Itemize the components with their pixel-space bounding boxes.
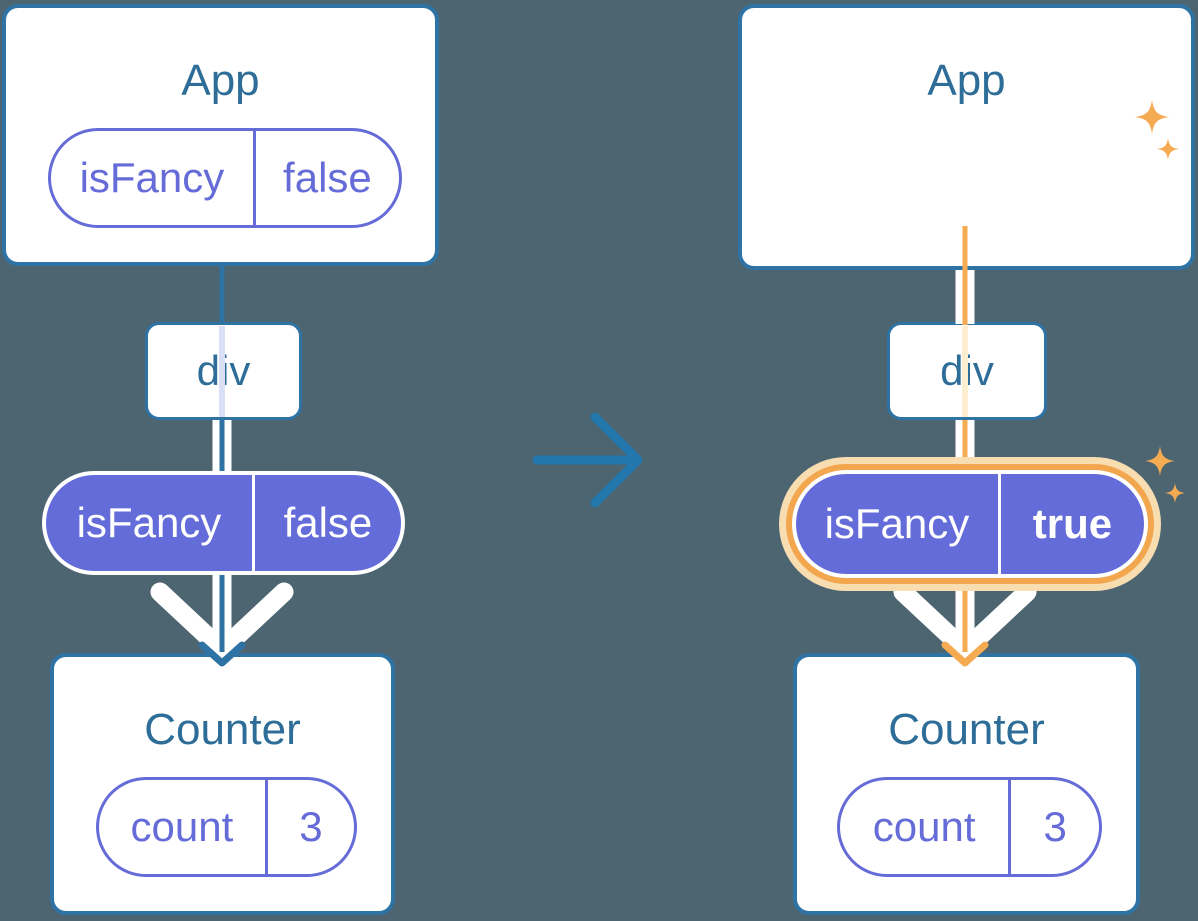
forwarded-prop-pill-after-highlighted: isFancy true [792, 470, 1148, 578]
state-name-label: count [872, 803, 976, 850]
counter-component-card-after: Counter count 3 [793, 653, 1140, 915]
prop-value-label: true [1032, 500, 1113, 547]
pill-divider [997, 474, 1001, 574]
forwarded-prop-pill-before: isFancy false [42, 471, 405, 575]
component-title: Counter [888, 705, 1045, 754]
state-value-label: 3 [299, 803, 323, 850]
counter-component-card-before: Counter count 3 [50, 653, 395, 915]
div-label: div [940, 347, 994, 394]
component-title: Counter [144, 705, 301, 754]
div-label: div [196, 347, 251, 394]
sparkles-icon [1145, 446, 1185, 503]
prop-name-label: isFancy [79, 154, 225, 201]
arrow-down-chevron-icon [893, 582, 1037, 660]
prop-value-label: false [283, 154, 372, 201]
arrow-down-chevron-icon [150, 582, 294, 660]
state-pill-counter-after: count 3 [837, 777, 1102, 877]
state-pill-counter-before: count 3 [96, 777, 357, 877]
prop-value-label: false [283, 499, 373, 546]
div-node-card-after: div [887, 322, 1047, 420]
pill-divider [252, 131, 256, 225]
pill-divider [1008, 780, 1012, 874]
pill-divider [251, 475, 255, 571]
arrow-right-icon [532, 412, 643, 508]
state-value-label: 3 [1043, 803, 1067, 850]
div-node-card-before: div [145, 322, 302, 420]
prop-pill-app-before: isFancy false [48, 128, 402, 228]
prop-flow-line-after [893, 226, 1037, 667]
prop-name-label: isFancy [824, 500, 970, 547]
app-component-card-after: App isFancy true [738, 4, 1195, 270]
pill-divider [264, 780, 268, 874]
state-name-label: count [130, 803, 234, 850]
prop-name-label: isFancy [76, 499, 222, 546]
component-title: App [181, 56, 260, 105]
component-title: App [927, 56, 1006, 105]
app-component-card-before: App isFancy false [2, 4, 439, 266]
